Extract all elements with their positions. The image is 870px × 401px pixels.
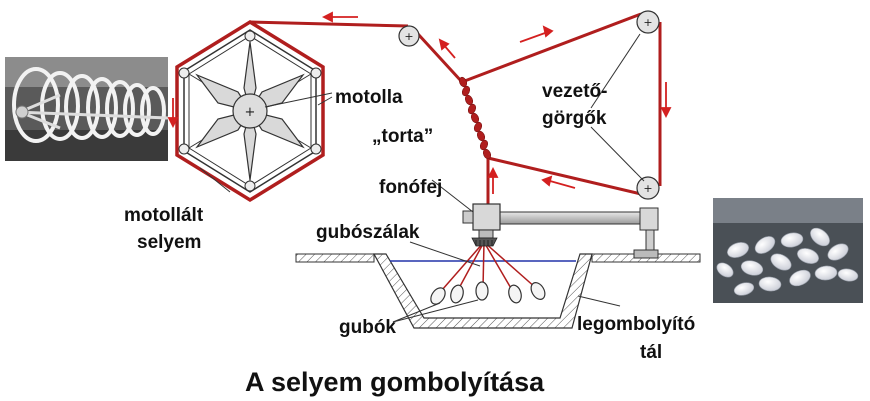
- svg-text:+: +: [245, 105, 256, 120]
- label-cocoon-filaments: gubószálak: [316, 222, 420, 243]
- label-guide-rollers-2: görgők: [542, 108, 607, 129]
- label-reeling-basin-1: legombolyító: [577, 314, 695, 335]
- leader-lines: [199, 33, 645, 323]
- svg-text:+: +: [404, 30, 413, 43]
- label-motolla: motolla: [335, 87, 403, 108]
- label-reeled-silk-2: selyem: [137, 232, 201, 253]
- label-cocoons: gubók: [339, 317, 396, 338]
- label-guide-rollers-1: vezető-: [542, 81, 607, 102]
- reel-motolla: +: [175, 19, 325, 203]
- reel-photo: [5, 57, 169, 161]
- cocoons: [430, 281, 546, 305]
- cocoons-photo: [713, 198, 863, 303]
- guide-roller-small: [398, 25, 420, 47]
- label-torta: „torta”: [372, 126, 433, 147]
- guide-rollers: [398, 10, 660, 200]
- svg-text:+: +: [643, 16, 652, 29]
- guide-roller-bottom: [636, 176, 660, 200]
- torta-twist: [458, 76, 492, 160]
- direction-arrows: [167, 11, 672, 194]
- label-reeled-silk-1: motollált: [124, 205, 204, 226]
- cocoon-threads: [441, 241, 537, 291]
- silk-thread: [249, 12, 662, 204]
- label-reeling-head: fonófej: [379, 177, 442, 198]
- guide-roller-top: [636, 10, 660, 34]
- reeling-head-frame: [462, 203, 659, 259]
- svg-text:+: +: [643, 182, 652, 195]
- diagram-title: A selyem gombolyítása: [245, 367, 545, 397]
- label-reeling-basin-2: tál: [640, 342, 662, 363]
- reeling-head: [472, 203, 501, 231]
